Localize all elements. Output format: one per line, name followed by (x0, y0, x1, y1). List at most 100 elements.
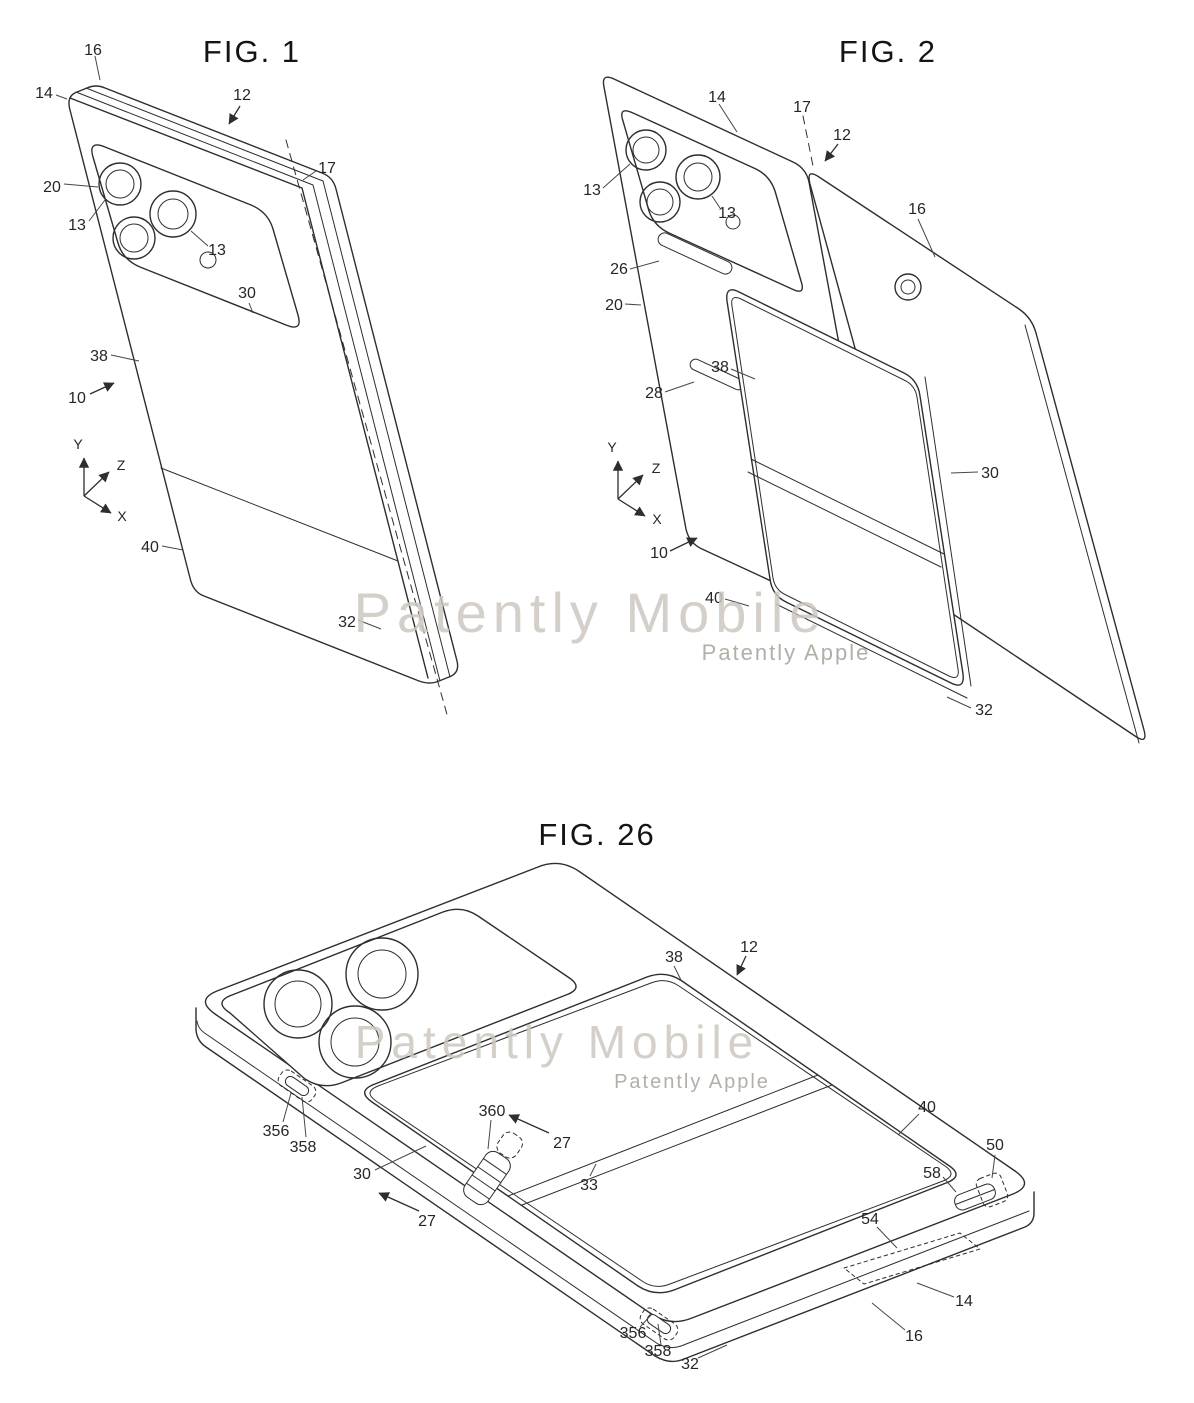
ref-label-27: 27 (553, 1135, 571, 1152)
fig1-hinge-axis-dashed-line (285, 139, 449, 719)
figure-2-title: FIG. 2 (839, 34, 937, 69)
ref-label-38: 38 (90, 348, 108, 365)
figure-2-leader-lines (602, 103, 979, 709)
fig26-latch-58 (954, 1183, 996, 1211)
fig2-ref12-arrow (824, 143, 839, 162)
figure-1-title: FIG. 1 (203, 34, 301, 69)
fig2-punch-camera-inner (900, 279, 916, 295)
ref-label-26: 26 (610, 261, 628, 278)
figure-26-leader-lines (282, 955, 996, 1359)
camera-lens (98, 162, 142, 206)
ref-label-358: 358 (290, 1139, 317, 1156)
ref-label-50: 50 (986, 1137, 1004, 1154)
watermark-primary: Patently Mobile (355, 1016, 760, 1068)
ref-label-32: 32 (681, 1356, 699, 1373)
fig26-crease-line-1 (507, 1074, 819, 1197)
camera-lens-inner (683, 162, 713, 192)
ref-label-40: 40 (705, 590, 723, 607)
camera-flash (199, 251, 217, 269)
fig26-region-54-dashed (843, 1232, 981, 1285)
figure-2: FIG. 2 (583, 34, 1146, 744)
figure-2-axis-triad: Y Z X (607, 439, 662, 527)
ref-label-16: 16 (905, 1328, 923, 1345)
fig26-ref27b-arrow (378, 1192, 420, 1212)
camera-lens-inner (632, 136, 660, 164)
ref-label-38: 38 (711, 359, 729, 376)
camera-lens-inner (157, 198, 189, 230)
fig1-axis-z-label: Z (117, 457, 126, 473)
ref-label-10: 10 (650, 545, 668, 562)
ref-label-40: 40 (141, 539, 159, 556)
ref-label-40: 40 (918, 1099, 936, 1116)
ref-label-13: 13 (583, 182, 601, 199)
watermark-secondary: Patently Apple (702, 640, 871, 665)
fig1-camera-plateau (91, 144, 300, 328)
fig2-hinge-dashed-line (802, 115, 814, 167)
watermark-primary: Patently Mobile (354, 581, 827, 644)
ref-label-13: 13 (208, 242, 226, 259)
fig26-back-panel-bezel (369, 980, 952, 1287)
ref-label-54: 54 (861, 1211, 879, 1228)
ref-label-12: 12 (740, 939, 758, 956)
camera-lens-inner (274, 980, 322, 1028)
ref-label-12: 12 (233, 87, 251, 104)
ref-label-27: 27 (418, 1213, 436, 1230)
fig1-layer-line-2 (85, 87, 451, 678)
fig26-side-tab-bottom (639, 1307, 679, 1341)
fig2-flap-edge-right (924, 376, 972, 687)
fig1-axis-y-label: Y (73, 436, 83, 452)
watermark-overlay: Patently Mobile Patently Apple Patently … (354, 581, 871, 1093)
ref-label-14: 14 (708, 89, 726, 106)
ref-label-14: 14 (35, 85, 53, 102)
ref-label-17: 17 (793, 99, 811, 116)
fig2-axis-y-label: Y (607, 439, 617, 455)
camera-lens-inner (646, 188, 674, 216)
ref-label-58: 58 (923, 1165, 941, 1182)
ref-label-356: 356 (620, 1325, 647, 1342)
ref-label-38: 38 (665, 949, 683, 966)
fig2-axis-x-label: X (652, 511, 662, 527)
fig2-axis-z-label: Z (652, 460, 661, 476)
fig1-ref10-arrow (89, 382, 115, 395)
ref-label-14: 14 (955, 1293, 973, 1310)
fig26-ref27a-arrow (508, 1114, 550, 1134)
camera-flash (725, 214, 741, 230)
camera-lens (625, 129, 667, 171)
figure-26-device-drawing (195, 862, 1035, 1363)
camera-lens-inner (330, 1017, 380, 1067)
ref-label-16: 16 (84, 42, 102, 59)
camera-lens (263, 969, 333, 1039)
ref-label-33: 33 (580, 1177, 598, 1194)
fig26-camera-lenses (263, 937, 419, 1079)
camera-lens (149, 190, 197, 238)
figure-2-device-drawing (602, 76, 1146, 744)
fig2-flap-edge-bottom (775, 603, 968, 699)
fig26-side-seam-line (196, 1020, 1030, 1349)
fig26-side-tab-left (277, 1069, 317, 1103)
fig26-clasp-360 (463, 1131, 523, 1206)
ref-label-30: 30 (238, 285, 256, 302)
fig2-camera-lenses (625, 129, 741, 230)
figure-26-ref-numerals: 38 12 356 358 360 27 30 27 33 40 50 58 5… (263, 939, 1004, 1373)
ref-label-28: 28 (645, 385, 663, 402)
camera-lens (318, 1005, 392, 1079)
fig2-flat-panel-edge-line (1024, 324, 1140, 744)
camera-lens (345, 937, 419, 1011)
ref-label-16: 16 (908, 201, 926, 218)
camera-lens (639, 181, 681, 223)
fig1-camera-lenses (98, 162, 217, 269)
ref-label-360: 360 (479, 1103, 506, 1120)
figure-1-axis-triad: Y Z X (73, 436, 127, 524)
camera-lens-inner (119, 223, 149, 253)
fig2-display-flap-bezel (731, 297, 959, 678)
fig2-ref10-arrow (669, 537, 698, 552)
ref-label-32: 32 (338, 614, 356, 631)
ref-label-17: 17 (318, 160, 336, 177)
camera-lens-inner (105, 169, 135, 199)
fig2-display-flap (726, 289, 964, 686)
fig2-camera-plateau (621, 110, 804, 292)
fig1-layer-line-1 (75, 91, 441, 682)
figure-1-device-drawing (68, 85, 459, 719)
fig26-crease-line-2 (521, 1084, 833, 1206)
ref-label-358: 358 (645, 1343, 672, 1360)
